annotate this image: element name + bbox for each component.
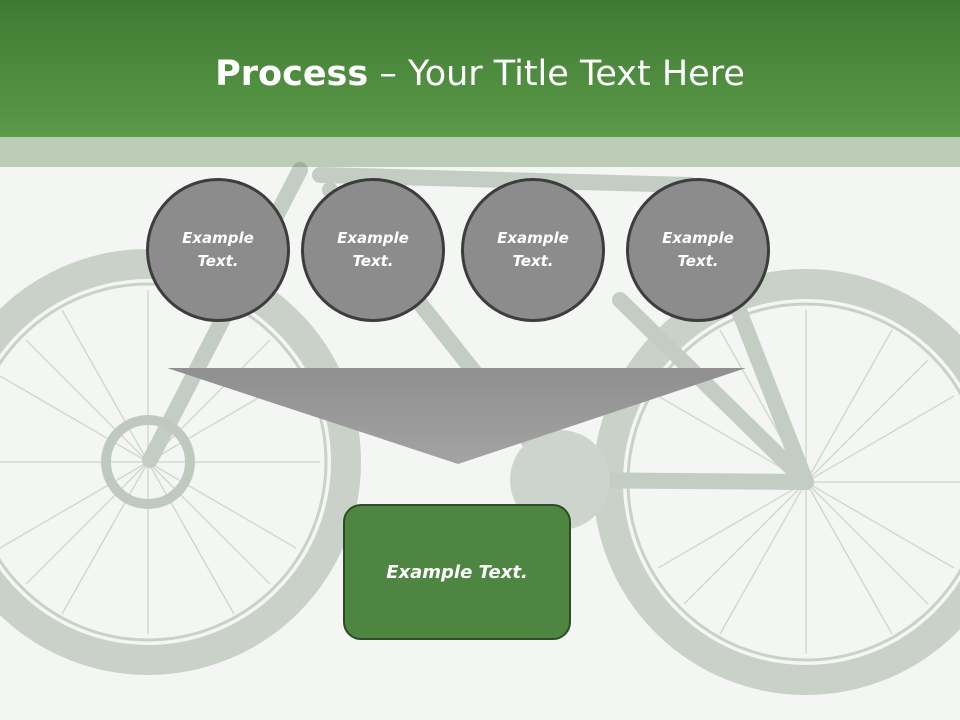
title-header-bar xyxy=(0,0,960,137)
slide-title: Process – Your Title Text Here xyxy=(0,52,960,96)
header-accent-strip xyxy=(0,137,960,167)
step-circle-1: Example Text. xyxy=(146,178,290,322)
step-4-label: Example Text. xyxy=(662,229,734,270)
step-circle-2: Example Text. xyxy=(301,178,445,322)
result-box: Example Text. xyxy=(343,504,571,640)
slide-title-bold: Process xyxy=(215,54,369,94)
step-1-label: Example Text. xyxy=(182,229,254,270)
step-3-label: Example Text. xyxy=(497,229,569,270)
step-2-label: Example Text. xyxy=(337,229,409,270)
step-circle-4: Example Text. xyxy=(626,178,770,322)
slide-title-rest: – Your Title Text Here xyxy=(368,54,745,94)
step-circle-3: Example Text. xyxy=(461,178,605,322)
result-label: Example Text. xyxy=(386,561,528,583)
